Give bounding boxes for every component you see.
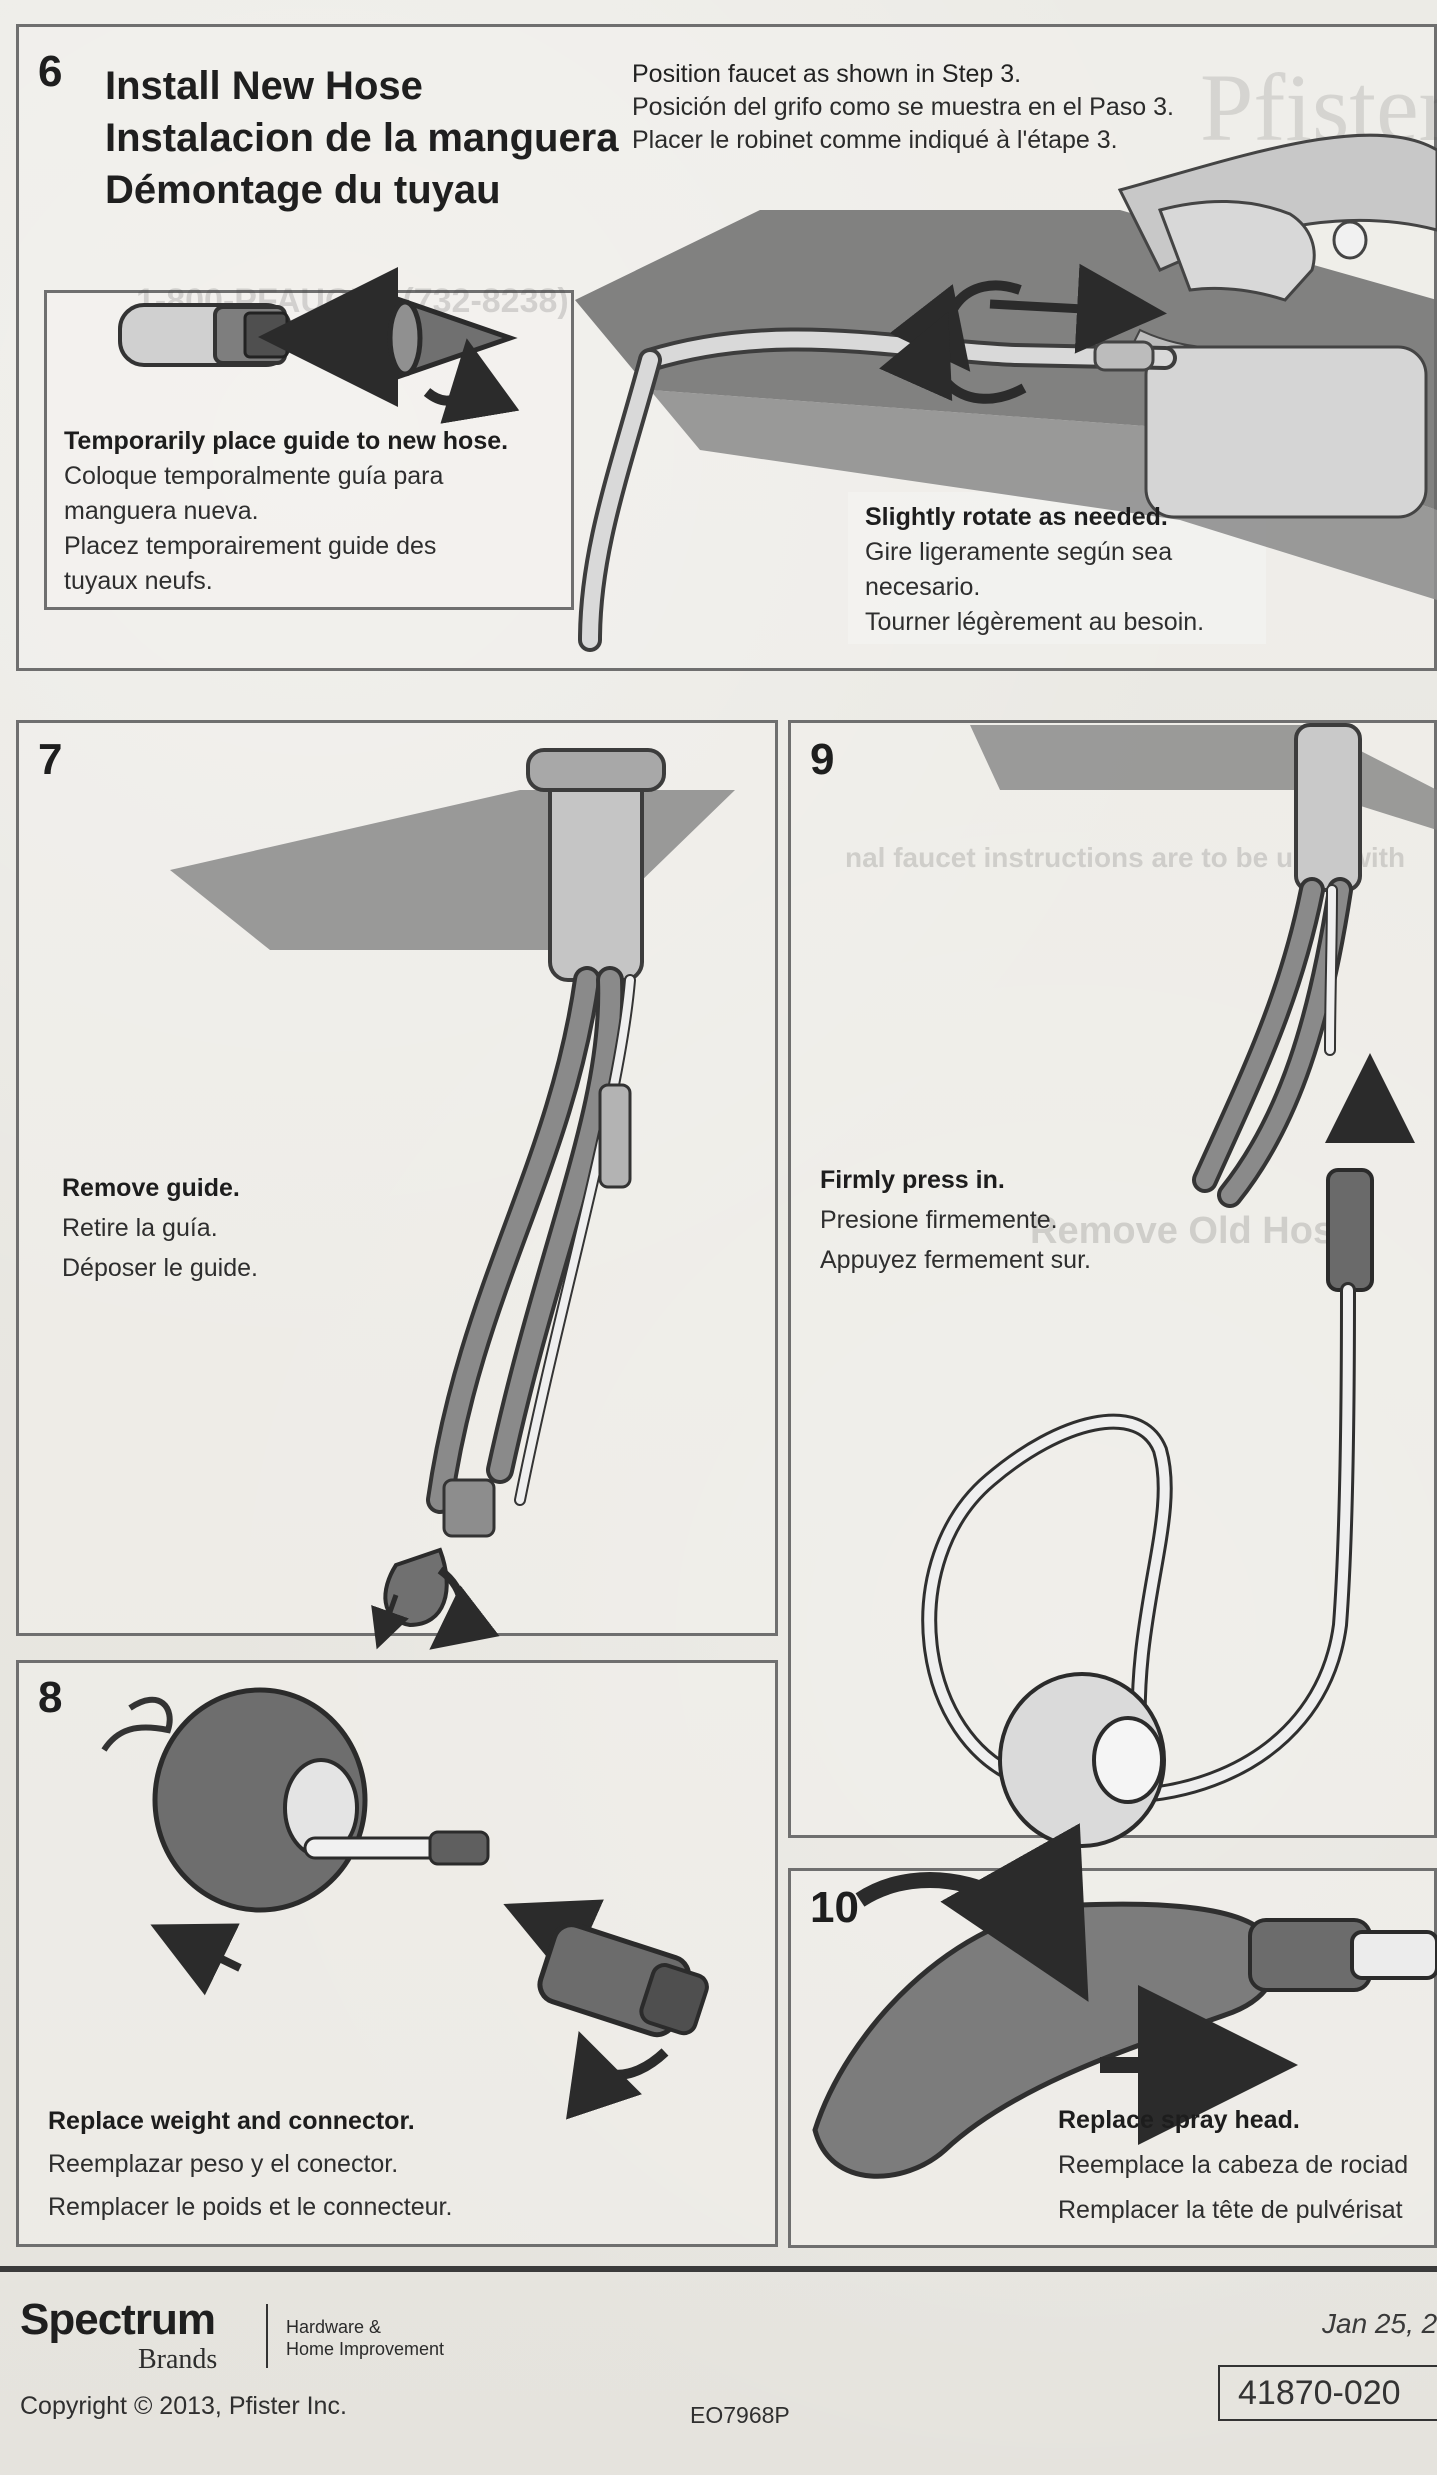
rotate-caption-es-1: Gire ligeramente según sea (865, 538, 1173, 566)
step6-title-en: Install New Hose (105, 64, 423, 108)
brand-tagline-line-2: Home Improvement (286, 2339, 445, 2359)
step6-title-fr: Démontage du tuyau (105, 168, 501, 212)
brand-tagline-line-1: Hardware & (286, 2317, 382, 2337)
step6-inset-caption: Temporarily place guide to new hose. Col… (64, 424, 508, 599)
step8-caption-fr: Remplacer le poids et le connecteur. (48, 2193, 453, 2221)
step6-illustration (575, 133, 1437, 652)
step10-caption-fr: Remplacer la tête de pulvérisat (1058, 2196, 1403, 2224)
step9-caption-es: Presione firmemente. (820, 1206, 1058, 1234)
step9-caption-fr: Appuyez fermement sur. (820, 1246, 1091, 1274)
brand-tagline: Hardware & Home Improvement (286, 2316, 444, 2360)
document-date: Jan 25, 2 (1322, 2308, 1437, 2339)
document-code: EO7968P (690, 2402, 790, 2428)
position-note-fr: Placer le robinet comme indiqué à l'étap… (632, 126, 1118, 154)
step10-illustration (812, 1823, 1437, 2179)
connector-icon (537, 1922, 709, 2038)
step10-caption-es: Reemplace la cabeza de rociad (1058, 2151, 1409, 2179)
step7-caption-fr: Déposer le guide. (62, 1254, 258, 1282)
brand-logo-sub: Brands (138, 2344, 218, 2375)
inset-caption-fr-1: Placez temporairement guide des (64, 532, 437, 560)
step6-number: 6 (38, 47, 63, 96)
rotate-caption-fr: Tourner légèrement au besoin. (865, 608, 1205, 636)
step6-rotate-caption: Slightly rotate as needed. Gire ligerame… (865, 500, 1204, 640)
step7-illustration (170, 748, 735, 1650)
cone-guide-icon (383, 1547, 449, 1628)
step8-number: 8 (38, 1673, 63, 1722)
position-note-en: Position faucet as shown in Step 3. (632, 60, 1022, 88)
step8-caption-en: Replace weight and connector. (48, 2107, 415, 2135)
step6-title-es: Instalacion de la manguera (105, 116, 619, 160)
rotate-caption-en: Slightly rotate as needed. (865, 503, 1168, 531)
rotate-caption-es-2: necesario. (865, 573, 981, 601)
step7-caption-es: Retire la guía. (62, 1214, 218, 1242)
step6-position-note: Position faucet as shown in Step 3. Posi… (632, 58, 1174, 157)
copyright-text: Copyright © 2013, Pfister Inc. (20, 2392, 347, 2420)
step9-caption: Firmly press in. Presione firmemente. Ap… (820, 1160, 1091, 1280)
step8-illustration (101, 1687, 709, 2120)
footer-divider (0, 2266, 1437, 2272)
step10-caption: Replace spray head. Reemplace la cabeza … (1058, 2098, 1408, 2233)
inset-caption-es-1: Coloque temporalmente guía para (64, 462, 444, 490)
step7-caption-en: Remove guide. (62, 1174, 240, 1202)
step8-caption: Replace weight and connector. Reemplazar… (48, 2100, 452, 2229)
step8-caption-es: Reemplazar peso y el conector. (48, 2150, 399, 2178)
step7-caption: Remove guide. Retire la guía. Déposer le… (62, 1168, 258, 1288)
step9-caption-en: Firmly press in. (820, 1166, 1005, 1194)
part-number-box: 41870-020 (1218, 2365, 1437, 2421)
brand-divider (266, 2304, 268, 2368)
inset-caption-es-2: manguera nueva. (64, 497, 259, 525)
step6-title: Install New Hose Instalacion de la mangu… (105, 60, 625, 216)
position-note-es: Posición del grifo como se muestra en el… (632, 93, 1174, 121)
step10-number: 10 (810, 1883, 859, 1932)
brand-logo-main: Spectrum (20, 2295, 216, 2344)
step6-inset-illustration (118, 267, 520, 424)
step9-illustration (921, 723, 1437, 1848)
step7-number: 7 (38, 735, 63, 784)
step10-caption-en: Replace spray head. (1058, 2106, 1300, 2134)
inset-caption-en: Temporarily place guide to new hose. (64, 427, 509, 455)
inset-caption-fr-2: tuyaux neufs. (64, 567, 213, 595)
spray-head-icon (1248, 1918, 1437, 1992)
step9-number: 9 (810, 735, 835, 784)
